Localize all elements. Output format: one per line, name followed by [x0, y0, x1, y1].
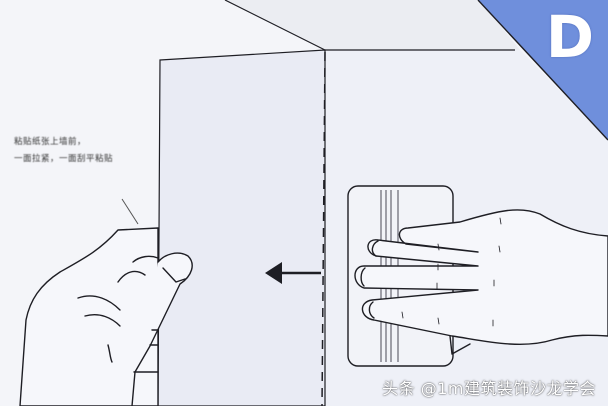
left-hand-illustration — [19, 227, 193, 406]
right-hand-illustration — [354, 209, 608, 355]
badge-edge — [477, 0, 608, 141]
corner-line — [224, 0, 326, 51]
seam-dashed-line — [321, 51, 326, 406]
annotation-text: 粘贴纸张上墙前， 一面拉紧，一面刮平粘贴 — [14, 134, 113, 168]
ceiling-plane — [225, 0, 520, 50]
wallpaper-sheet — [157, 49, 326, 406]
annotation-line-2: 一面拉紧，一面刮平粘贴 — [14, 154, 114, 164]
annotation-line-1: 粘贴纸张上墙前， — [14, 137, 87, 147]
step-label-d: D — [545, 3, 594, 71]
annotation-leader-line — [121, 198, 139, 225]
arrow-left-icon — [265, 262, 321, 284]
watermark: 头条 @1m建筑装饰沙龙学会 — [382, 379, 596, 398]
